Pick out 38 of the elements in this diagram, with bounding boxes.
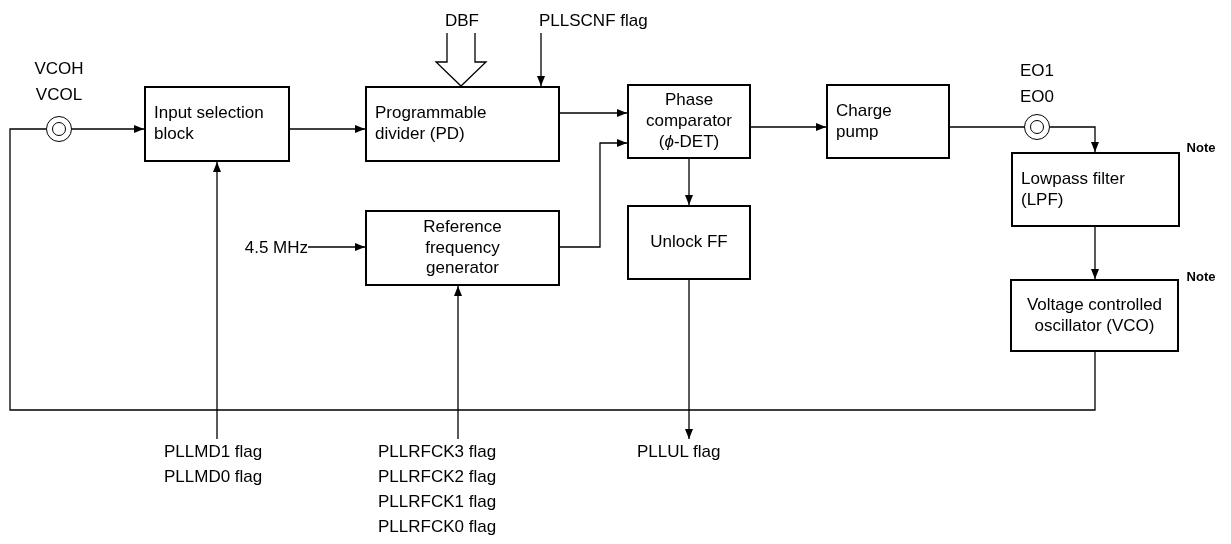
box-label: Voltage controlled oscillator (VCO): [1025, 294, 1164, 337]
pin-label: VCOH VCOL: [33, 58, 85, 106]
box-label: Programmable divider (PD): [375, 103, 488, 145]
arrow: [685, 279, 693, 440]
process-box: [627, 205, 751, 280]
process-box: [144, 86, 290, 162]
arrow: [454, 285, 462, 440]
arrow: [750, 123, 827, 131]
arrow: [307, 243, 366, 251]
note-label: Note: [1185, 270, 1217, 283]
box-label: Input selection block: [154, 103, 265, 145]
connector-line: [9, 128, 1096, 411]
arrow: [1049, 126, 1099, 153]
arrow: [213, 161, 221, 440]
process-box: [627, 84, 751, 159]
arrow: [559, 109, 628, 117]
arrow: [71, 125, 145, 133]
arrow: [559, 139, 628, 248]
hollow-arrow: [434, 31, 488, 87]
box-label: Reference frequency generator: [422, 216, 503, 280]
process-box: [1010, 279, 1179, 352]
connector-line: [949, 126, 1025, 128]
arrow: [289, 125, 366, 133]
arrow: [537, 31, 545, 87]
process-box: [826, 84, 950, 159]
process-box: [365, 86, 560, 162]
note-label: Note: [1185, 141, 1217, 154]
box-label: Lowpass filter (LPF): [1021, 168, 1126, 211]
box-label: Phase comparator (ϕ-DET): [645, 90, 733, 153]
pin-label: EO1 EO0: [1019, 60, 1055, 108]
box-label: Charge pump: [836, 100, 893, 143]
arrow: [685, 158, 693, 206]
terminal-symbol: [46, 116, 72, 142]
terminal-symbol: [1024, 114, 1050, 140]
arrow: [1091, 226, 1099, 280]
box-label: Unlock FF: [650, 232, 728, 253]
process-box: [1011, 152, 1180, 227]
process-box: [365, 210, 560, 286]
